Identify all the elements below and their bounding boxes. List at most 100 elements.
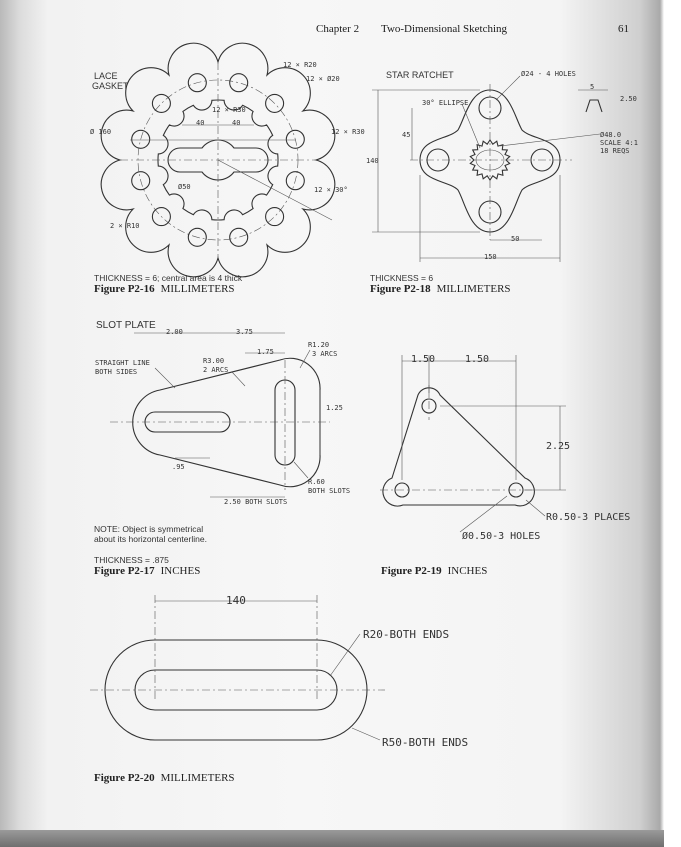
obround-dim: R50-BOTH ENDS	[382, 736, 469, 749]
figure-units: INCHES	[447, 565, 488, 577]
triangle-leader-holes	[460, 496, 507, 532]
gasket-hole	[132, 130, 150, 148]
section-title: Two-Dimensional Sketching	[381, 23, 508, 35]
gasket-thickness-note: THICKNESS = 6; central area is 4 thick	[94, 273, 243, 283]
slot-dim: R3.00	[203, 357, 225, 365]
figure-caption-p2-16: Figure P2-16 MILLIMETERS	[94, 283, 235, 295]
gasket-dim: Ø 160	[90, 128, 112, 136]
figure-label: Figure P2-20	[94, 772, 155, 784]
figure-caption-p2-19: Figure P2-19 INCHES	[381, 565, 487, 577]
figure-caption-p2-18: Figure P2-18 MILLIMETERS	[370, 283, 511, 295]
gasket-dim: 12 × Ø20	[306, 75, 340, 83]
slot-leader-r120	[300, 350, 310, 368]
gasket-dim: 40	[196, 119, 205, 127]
gasket-hole	[230, 74, 248, 92]
gasket-dim: 12 × 30°	[314, 186, 348, 194]
slot-leader-straight	[155, 368, 175, 388]
gasket-dim: 12 × R30	[212, 106, 246, 114]
slot-dim: 3.75	[236, 328, 253, 336]
gasket-hole	[286, 130, 304, 148]
gasket-dim: 40	[232, 119, 241, 127]
ratchet-scale-note: Ø48.0 SCALE 4:1 18 REQS	[600, 131, 638, 155]
ratchet-tooth-detail	[586, 100, 602, 112]
ratchet-dim: 2.50	[620, 95, 637, 103]
gasket-hole	[188, 74, 206, 92]
slot-horizontal	[145, 412, 230, 432]
gasket-title: LACE GASKET	[92, 71, 129, 91]
ratchet-dim: 18 REQS	[600, 147, 630, 155]
slot-plate-drawing	[110, 333, 330, 497]
figure-units: INCHES	[160, 565, 201, 577]
slot-dim: R1.20	[308, 341, 330, 349]
slot-plate-title: SLOT PLATE	[96, 320, 156, 331]
gasket-angle-leader	[218, 160, 332, 220]
ratchet-dim: 45	[402, 131, 411, 139]
figure-units: MILLIMETERS	[160, 772, 235, 784]
ratchet-dim: 30° ELLIPSE	[422, 99, 469, 107]
triangle-dim: 2.25	[546, 441, 571, 452]
triangle-plate-outline	[383, 388, 534, 506]
gasket-central-slot	[168, 140, 268, 180]
gasket-hole	[266, 94, 284, 112]
ratchet-dim: SCALE 4:1	[600, 139, 638, 147]
figure-label: Figure P2-16	[94, 283, 155, 295]
gasket-title-line1: LACE	[94, 71, 118, 81]
slot-dim: R.60	[308, 478, 325, 486]
gasket-hole	[230, 228, 248, 246]
slot-plate-outline	[133, 358, 320, 486]
slot-leader-r60	[294, 462, 308, 478]
ratchet-leader-scale	[500, 134, 600, 146]
triangle-leader-radius	[526, 500, 545, 516]
figure-label: Figure P2-17	[94, 565, 155, 577]
chapter-label: Chapter 2	[316, 23, 360, 35]
gasket-hole	[152, 94, 170, 112]
triangle-plate-drawing	[380, 355, 566, 532]
slot-dim: .95	[172, 463, 185, 471]
star-ratchet-drawing	[372, 76, 608, 262]
slot-note-line2: about its horizontal centerline.	[94, 534, 207, 544]
slot-dim: 1.75	[257, 348, 274, 356]
gasket-hole	[132, 172, 150, 190]
gasket-holes	[132, 74, 305, 247]
ratchet-thickness-note: THICKNESS = 6	[370, 273, 434, 283]
obround-drawing	[90, 595, 385, 740]
ratchet-dim: Ø24 - 4 HOLES	[521, 70, 576, 78]
gasket-hole	[266, 208, 284, 226]
slot-thickness-note: THICKNESS = .875	[94, 555, 169, 565]
lace-gasket-drawing	[101, 43, 335, 277]
ratchet-title: STAR RATCHET	[386, 70, 454, 80]
slot-dim: 2 ARCS	[203, 366, 229, 374]
slot-leader-r300	[232, 372, 245, 386]
gasket-hole	[286, 172, 304, 190]
obround-leader-r50	[352, 728, 380, 740]
gasket-hole	[152, 208, 170, 226]
ratchet-dim: Ø48.0	[600, 131, 622, 139]
slot-dim: 2.50 BOTH SLOTS	[224, 498, 288, 506]
slot-dim: BOTH SLOTS	[308, 487, 351, 495]
triangle-dim: 1.50	[465, 354, 490, 365]
page-bottom-shadow	[0, 830, 664, 847]
figure-label: Figure P2-18	[370, 283, 431, 295]
gasket-inner-boundary	[158, 100, 278, 220]
ratchet-dim: 50	[511, 235, 520, 243]
obround-dim: 140	[226, 594, 246, 607]
figure-units: MILLIMETERS	[436, 283, 511, 295]
obround-outer	[105, 640, 367, 740]
slot-note-line1: NOTE: Object is symmetrical	[94, 524, 204, 534]
obround-leader-r20	[330, 634, 360, 676]
figure-units: MILLIMETERS	[160, 283, 235, 295]
slot-dim: BOTH SIDES	[95, 368, 138, 376]
slot-dim: 2.00	[166, 328, 183, 336]
triangle-dim: 1.50	[411, 354, 436, 365]
figure-label: Figure P2-19	[381, 565, 442, 577]
gasket-dim: 12 × R30	[331, 128, 365, 136]
ratchet-dim: 140	[366, 157, 379, 165]
slot-vertical	[275, 380, 295, 465]
page-number: 61	[618, 23, 629, 35]
triangle-dim: Ø0.50-3 HOLES	[462, 531, 541, 542]
slot-dim: 1.25	[326, 404, 343, 412]
gasket-dim: 2 × R10	[110, 222, 140, 230]
ratchet-hole-right	[531, 149, 553, 171]
